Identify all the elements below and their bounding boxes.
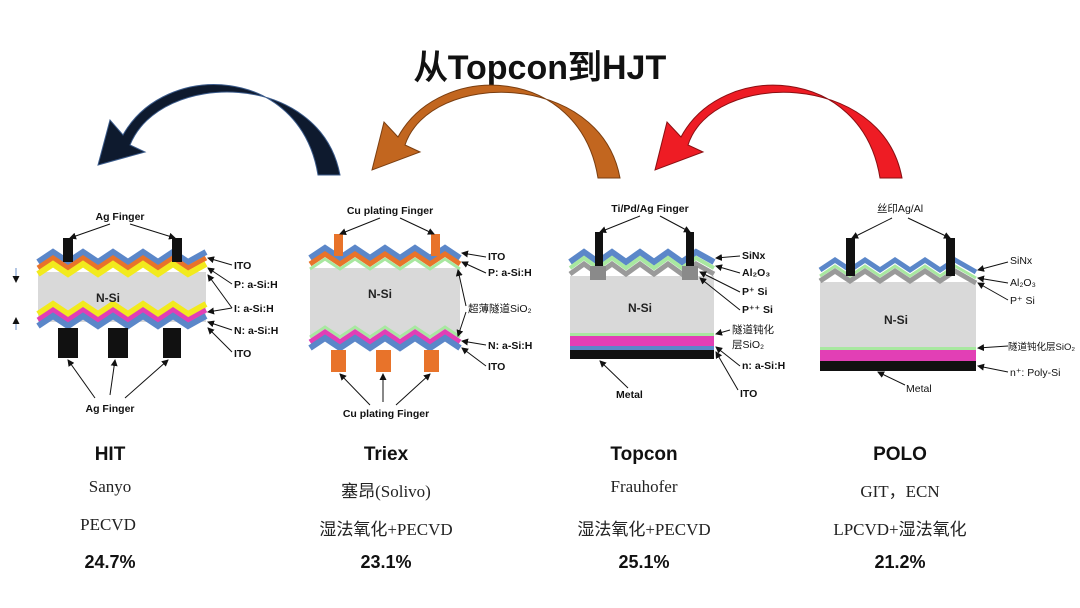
polo-label-sinx: SiNx [1010,255,1033,267]
triex-label-ito-top: ITO [488,251,505,263]
hit-label-i: I: a-Si:H [234,303,274,315]
hit-cell-structure [12,223,233,399]
triex-label-p: P: a-Si:H [488,267,532,279]
hit-nsi-label: N-Si [96,291,120,305]
polo-cell-structure [818,217,1009,386]
triex-cell-structure [308,217,487,406]
polo-label-al2o3: Al₂O₃ [1010,277,1036,289]
polo-label-n-poly: n⁺: Poly-Si [1010,367,1060,379]
triex-top-finger-label: Cu plating Finger [347,205,433,217]
triex-bottom-finger-label: Cu plating Finger [343,408,429,420]
triex-efficiency: 23.1% [360,552,412,572]
hit-efficiency: 24.7% [84,552,136,572]
hit-label-p: P: a-Si:H [234,279,278,291]
polo-label-metal: Metal [906,383,932,395]
triex-name: Triex [363,444,409,465]
topcon-nsi-label: N-Si [628,301,652,315]
topcon-label-p-plus: P⁺ Si [742,286,767,298]
polo-institution: GIT，ECN [860,482,940,501]
hit-method: PECVD [80,515,136,534]
hit-bottom-finger-label: Ag Finger [86,403,135,415]
topcon-label-p-plusplus: P⁺⁺ Si [742,304,773,316]
polo-label-p-plus: P⁺ Si [1010,295,1035,307]
triex-label-tunnel-sio2: 超薄隧道SiO₂ [468,302,532,315]
triex-institution: 塞昂(Solivo) [341,482,431,501]
topcon-institution: Frauhofer [610,477,678,496]
polo-efficiency: 21.2% [874,552,926,572]
topcon-label-sinx: SiNx [742,250,766,262]
polo-method: LPCVD+湿法氧化 [833,520,967,539]
arrow-black [97,84,341,176]
page-title: 从Topcon到HJT [413,49,667,87]
topcon-label-al2o3: Al₂O₃ [742,267,770,279]
topcon-top-finger-label: Ti/Pd/Ag Finger [611,203,688,215]
hit-label-ito-bottom: ITO [234,348,251,360]
arrow-red [654,84,903,179]
triex-label-n: N: a-Si:H [488,340,532,352]
topcon-label-metal: Metal [616,389,643,401]
hit-top-finger-label: Ag Finger [96,211,145,223]
polo-name: POLO [873,444,927,465]
hit-institution: Sanyo [88,477,132,496]
topcon-name: Topcon [610,444,678,465]
triex-label-ito-bottom: ITO [488,361,505,373]
topcon-efficiency: 25.1% [618,552,670,572]
hit-label-n: N: a-Si:H [234,325,278,337]
hit-label-ito-top: ITO [234,260,251,272]
topcon-method: 湿法氧化+PECVD [577,520,711,539]
polo-nsi-label: N-Si [884,313,908,327]
topcon-label-ito: ITO [740,388,757,400]
arrow-brown [371,84,621,179]
triex-nsi-label: N-Si [368,287,392,301]
hit-name: HIT [94,444,126,465]
topcon-label-tunnel-1: 隧道钝化 [732,323,774,336]
polo-label-tunnel: 隧道钝化层SiO₂ [1008,341,1075,353]
triex-method: 湿法氧化+PECVD [319,520,453,539]
topcon-cell-structure [568,215,741,391]
topcon-label-n: n: a-Si:H [742,360,785,372]
topcon-label-tunnel-2: 层SiO₂ [732,339,764,351]
polo-top-finger-label: 丝印Ag/Al [877,203,923,215]
